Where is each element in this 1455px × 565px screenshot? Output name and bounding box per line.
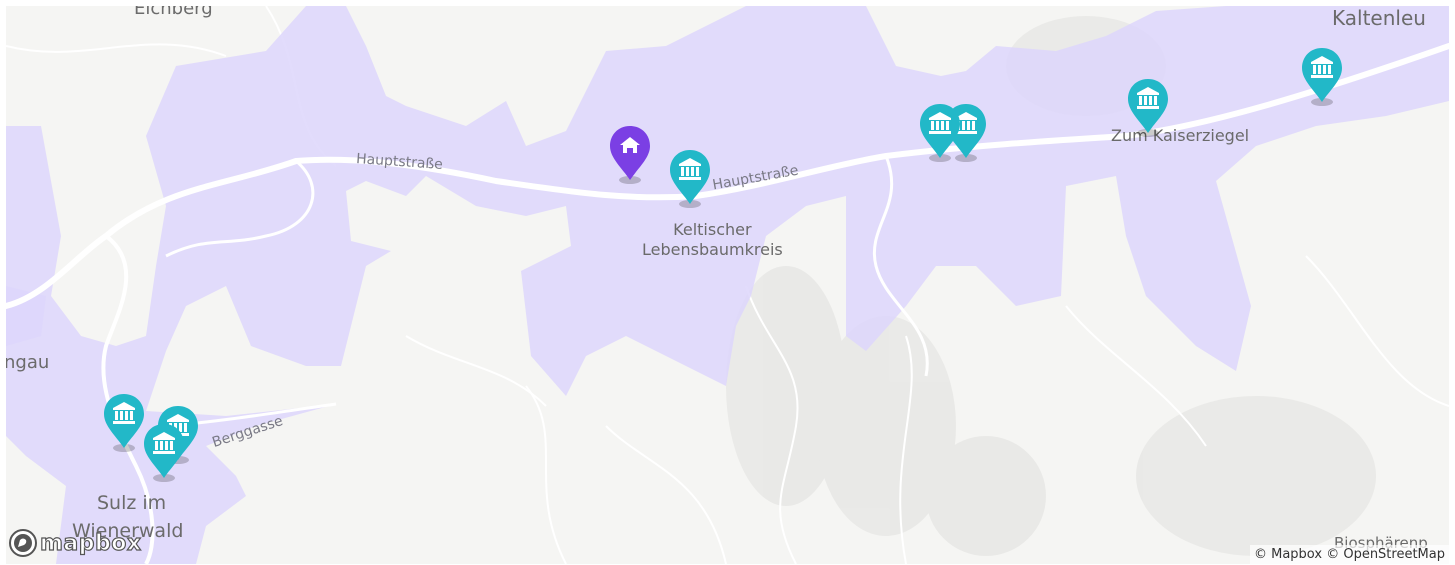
museum-marker-6[interactable]: [102, 392, 146, 452]
terrain-shading: [726, 16, 1376, 556]
mapbox-logo-icon: [9, 529, 37, 557]
place-label-eichberg: Eichberg: [134, 6, 213, 19]
attribution-mapbox-link[interactable]: © Mapbox: [1253, 547, 1323, 562]
museum-marker-5[interactable]: [1300, 46, 1344, 106]
poi-label-kaiserziegel: Zum Kaiserziegel: [1111, 126, 1250, 145]
attribution: © Mapbox © OpenStreetMap: [1249, 545, 1449, 564]
main-road: [6, 43, 1449, 309]
mapbox-logo[interactable]: mapbox: [8, 528, 142, 558]
museum-marker-3[interactable]: [918, 102, 962, 162]
museum-icon: [679, 158, 701, 180]
museum-icon: [153, 432, 175, 454]
place-label-sulz-line2: Wienerwald: [72, 520, 184, 542]
place-label-kaltenleu: Kaltenleu: [1332, 6, 1426, 30]
mapbox-logo-text: mapbox: [39, 530, 142, 556]
museum-icon: [1311, 56, 1333, 78]
origin-marker[interactable]: [608, 124, 652, 184]
museum-icon: [929, 112, 951, 134]
museum-marker-4[interactable]: [1126, 77, 1170, 137]
poi-label-keltischer-line2: Lebensbaumkreis: [642, 240, 783, 259]
home-icon: [620, 137, 640, 153]
poi-label-keltischer-line1: Keltischer: [673, 220, 752, 239]
attribution-osm-link[interactable]: © OpenStreetMap: [1326, 547, 1445, 562]
map-canvas[interactable]: Eichberg Kaltenleu ngau Sulz im Wienerwa…: [6, 6, 1449, 564]
map-base-layer: [6, 6, 1449, 564]
museum-icon: [113, 402, 135, 424]
museum-icon: [955, 112, 977, 134]
museum-icon: [1137, 87, 1159, 109]
isochrone-area: [6, 6, 1449, 564]
place-label-ngau: ngau: [6, 352, 50, 373]
museum-icon: [167, 414, 189, 436]
museum-marker-8[interactable]: [142, 422, 186, 482]
place-label-sulz-line1: Sulz im: [97, 492, 167, 514]
museum-marker-1[interactable]: [668, 148, 712, 208]
poi-label-keltischer: Keltischer Lebensbaumkreis: [642, 220, 783, 260]
